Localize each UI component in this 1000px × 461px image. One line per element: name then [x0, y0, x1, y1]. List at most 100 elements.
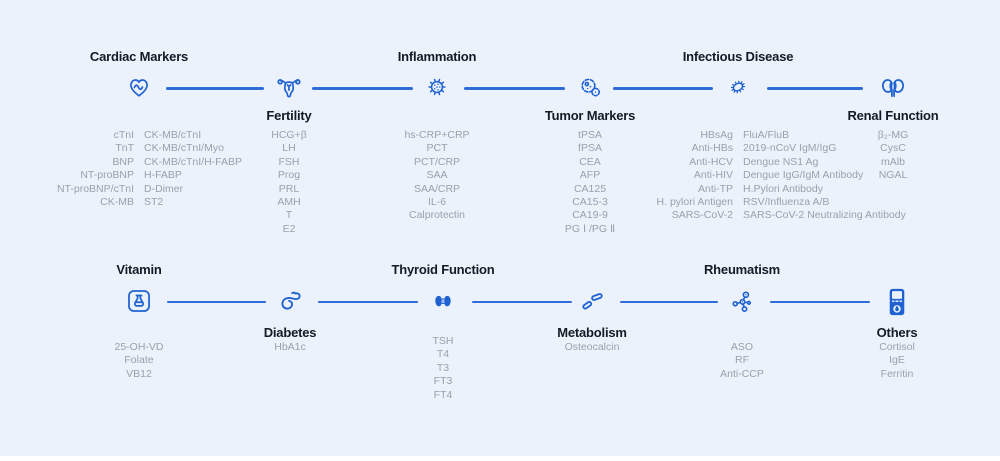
group-title: Vitamin — [116, 262, 162, 277]
list-item: NT-proBNP/cTnI — [56, 182, 134, 195]
list-item: CA19-9 — [572, 209, 608, 222]
list-item: VB12 — [126, 367, 152, 380]
list-item: AMH — [277, 196, 301, 209]
bone-joint-icon — [577, 286, 608, 317]
list-item: TnT — [115, 142, 134, 155]
list-item: IL-6 — [427, 196, 447, 209]
list-item: H. pylori Antigen — [656, 196, 733, 209]
group-title: Inflammation — [397, 49, 477, 64]
group-title: Others — [876, 325, 918, 340]
list-item: PG Ⅰ /PG Ⅱ — [564, 222, 616, 235]
list-item: HbA1c — [274, 341, 306, 353]
list-item: Anti-HBs — [691, 142, 733, 155]
list-item: BNP — [112, 155, 134, 168]
list-item: CysC — [880, 142, 906, 155]
list-item: T3 — [436, 361, 450, 374]
list-item: Ferritin — [880, 367, 914, 380]
connector-line — [620, 300, 718, 304]
list-item: NGAL — [878, 169, 908, 182]
pancreas-icon — [274, 285, 306, 317]
page-bottom-strip — [0, 456, 1000, 461]
list-item: E2 — [282, 222, 296, 235]
list-item: TSH — [432, 335, 454, 347]
list-item: D-Dimer — [144, 182, 184, 195]
glucose-meter-icon — [887, 287, 907, 318]
list-item: IgE — [889, 354, 905, 367]
bacteria-icon — [727, 76, 750, 99]
group-title: Rheumatism — [703, 262, 781, 277]
connector-line — [613, 87, 713, 90]
connector-line — [767, 87, 863, 90]
list-item: AFP — [579, 169, 601, 182]
list-item: FSH — [278, 155, 300, 168]
list-item: SAA/CRP — [413, 182, 461, 195]
list-item: CK-MB/cTnI/Myo — [144, 142, 224, 155]
group-title: Thyroid Function — [391, 262, 495, 277]
list-item: PCT — [426, 142, 448, 155]
list-item: 2019-nCoV IgM/IgG — [743, 142, 837, 155]
list-item: H.Pylori Antibody — [743, 182, 823, 195]
uterus-icon — [275, 73, 304, 102]
list-item: FT4 — [433, 388, 453, 401]
list-item: LH — [282, 142, 296, 155]
connector-line — [312, 87, 413, 90]
marker-list: Osteocalcin — [565, 341, 620, 354]
group-title: Cardiac Markers — [89, 49, 189, 64]
list-item: CK-MB/cTnI/H-FABP — [144, 155, 243, 168]
list-item: PRL — [278, 182, 300, 195]
list-item: ASO — [730, 341, 754, 353]
list-item: fPSA — [578, 142, 602, 155]
list-item: ST2 — [144, 196, 164, 209]
list-item: FluA/FluB — [743, 129, 790, 141]
group-title: Renal Function — [847, 108, 939, 123]
connector-line — [770, 300, 870, 304]
group-title: Diabetes — [263, 325, 317, 340]
connector-line — [166, 87, 264, 90]
list-item: CA15-3 — [572, 196, 608, 209]
list-item: H-FABP — [144, 169, 182, 182]
list-item: Osteocalcin — [564, 341, 620, 353]
group-title: Infectious Disease — [682, 49, 794, 64]
molecule-icon — [727, 286, 757, 316]
connector-line — [318, 300, 418, 304]
list-item: Prog — [277, 169, 301, 182]
list-item: NT-proBNP — [80, 169, 134, 182]
list-item: SAA — [426, 169, 448, 182]
list-item: hs-CRP+CRP — [404, 129, 470, 141]
kidneys-icon — [879, 72, 908, 102]
list-item: Dengue IgG/IgM Antibody — [743, 169, 864, 182]
list-item: T — [285, 209, 293, 222]
connector-line — [472, 300, 572, 304]
connector-line — [464, 87, 565, 90]
list-item: Anti-TP — [697, 182, 733, 195]
list-item: Folate — [124, 354, 154, 367]
list-item: β₂-MG — [877, 129, 909, 141]
list-item: RF — [734, 354, 749, 367]
tumor-cells-icon — [576, 73, 604, 101]
flask-icon — [125, 287, 153, 315]
list-item: CK-MB/cTnI — [144, 129, 202, 141]
list-item: 25-OH-VD — [114, 341, 164, 353]
list-item: HCG+β — [271, 129, 307, 141]
list-item: CEA — [579, 155, 601, 168]
list-item: mAlb — [881, 155, 905, 168]
list-item: Cortisol — [879, 341, 915, 353]
list-item: Anti-CCP — [720, 367, 764, 380]
group-title: Tumor Markers — [544, 108, 636, 123]
group-title: Fertility — [266, 108, 312, 123]
list-item: FT3 — [433, 375, 453, 388]
virus-icon — [424, 74, 450, 100]
list-item: RSV/Influenza A/B — [743, 196, 830, 209]
connector-line — [167, 300, 266, 304]
